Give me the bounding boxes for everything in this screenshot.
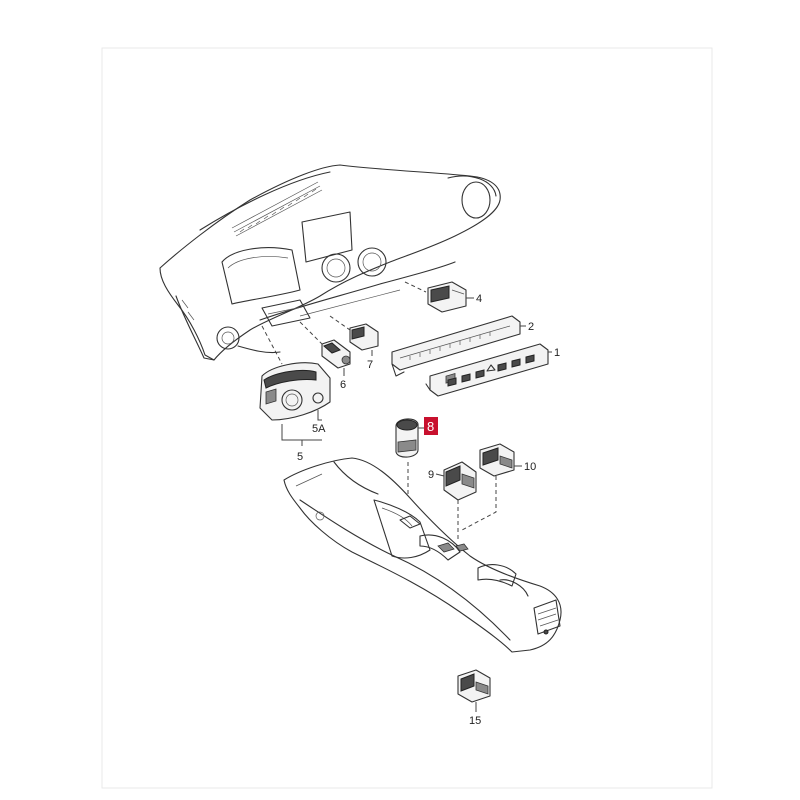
callout-8: 8	[427, 419, 434, 434]
callout-4: 4	[476, 293, 482, 305]
leader-dash-6	[299, 321, 325, 347]
part-1-switch-panel	[425, 343, 549, 397]
callout-7: 7	[367, 359, 373, 371]
part-2-trim-strip	[391, 315, 521, 377]
leader-dash-10	[461, 476, 497, 531]
leader-dash-7	[329, 315, 351, 331]
part-5-light-switch	[259, 362, 331, 421]
part-9-switch	[443, 461, 477, 501]
callout-10: 10	[524, 461, 536, 473]
part-15-switch	[457, 669, 491, 703]
dashboard-assembly	[159, 164, 501, 361]
bracket-5	[281, 410, 322, 446]
part-7-switch	[349, 323, 379, 351]
part-8-socket	[395, 418, 419, 458]
callout-5a: 5A	[312, 423, 326, 435]
callout-6: 6	[340, 379, 346, 391]
part-4-switch	[427, 281, 467, 313]
part-6-knob	[321, 339, 351, 369]
part-10-switch	[479, 443, 515, 477]
center-console	[283, 457, 562, 653]
leader-dash-4	[404, 281, 427, 293]
callout-8-highlight	[424, 417, 438, 435]
leader-dash-5	[261, 325, 283, 365]
callout-2: 2	[528, 321, 534, 333]
callout-15: 15	[469, 715, 481, 727]
callout-5: 5	[297, 451, 303, 463]
page-frame	[101, 47, 713, 789]
leader-9	[435, 473, 445, 477]
callout-1: 1	[554, 347, 560, 359]
callout-9: 9	[428, 469, 434, 481]
